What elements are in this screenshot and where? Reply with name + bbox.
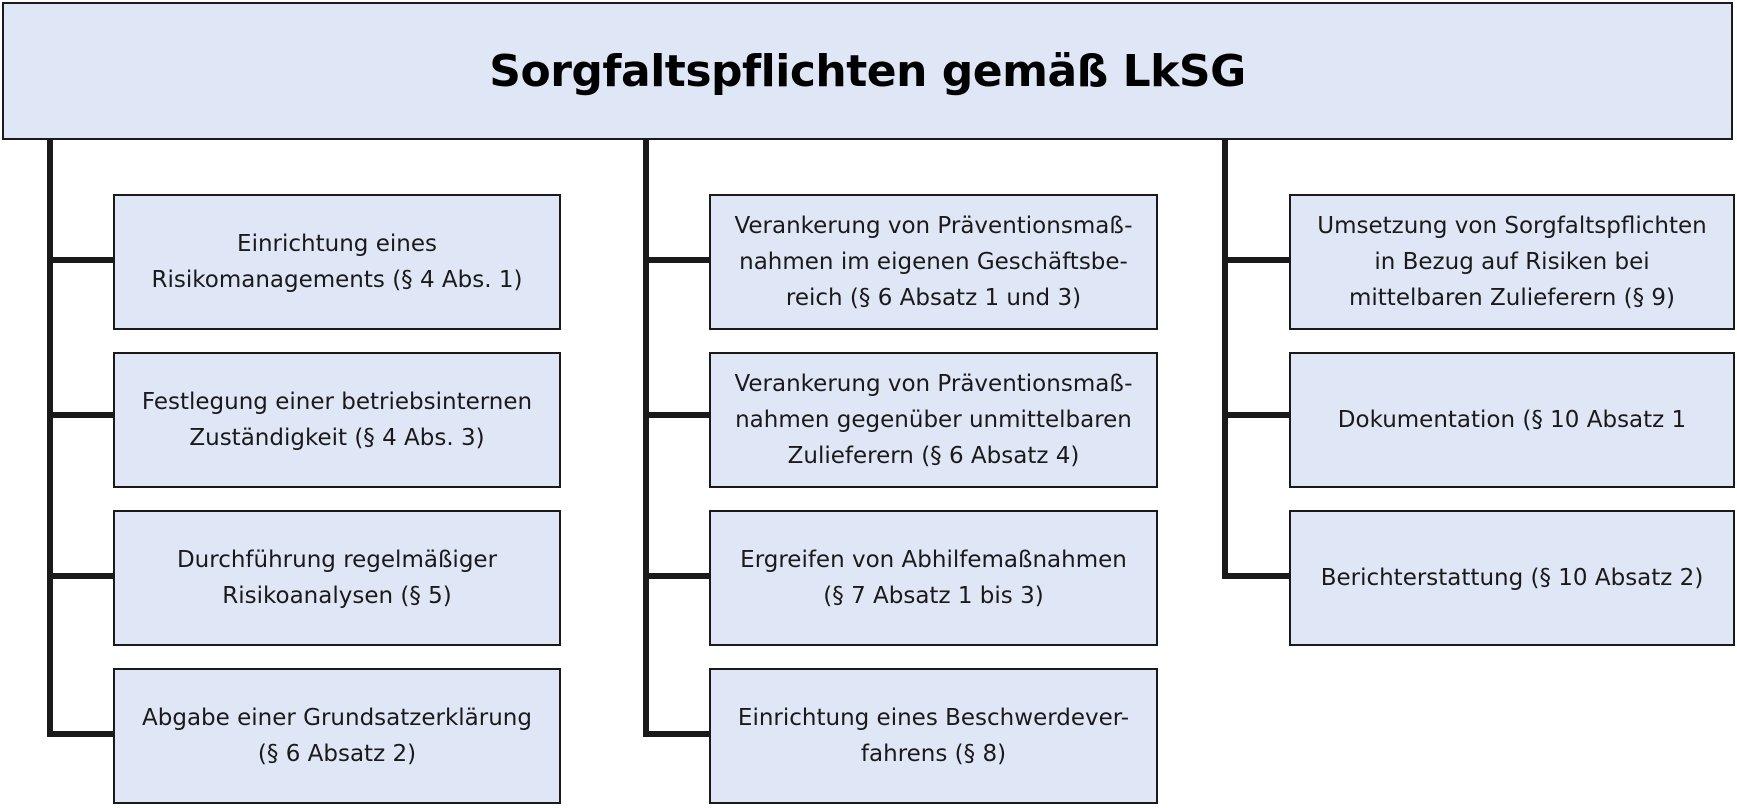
duty-box-indirect-suppliers: Umsetzung von Sorgfaltspflichten in Bezu… [1289,194,1735,330]
duty-box-risk-management: Einrichtung eines Risikomanagements (§ 4… [113,194,561,330]
duty-box-label: Ergreifen von Abhilfemaßnahmen (§ 7 Absa… [740,547,1127,609]
duty-box-label: Dokumentation (§ 10 Absatz 1 [1337,407,1687,433]
duty-box-label: Verankerung von Präventionsmaß- nahmen i… [734,213,1133,311]
duty-box-documentation: Dokumentation (§ 10 Absatz 1 [1289,352,1735,488]
duty-box-prevention-direct-suppliers: Verankerung von Präventionsmaß- nahmen g… [709,352,1158,488]
duty-box-remedial-action: Ergreifen von Abhilfemaßnahmen (§ 7 Absa… [709,510,1158,646]
duty-box-policy-statement: Abgabe einer Grundsatzerklärung (§ 6 Abs… [113,668,561,804]
duty-box-label: Festlegung einer betriebsinternen Zustän… [141,389,533,451]
duty-box-internal-responsibility: Festlegung einer betriebsinternen Zustän… [113,352,561,488]
duty-box-label: Berichterstattung (§ 10 Absatz 2) [1320,565,1704,591]
duty-box-label: Einrichtung eines Beschwerdever- fahrens… [737,705,1130,767]
diagram-title-box: Sorgfaltspflichten gemäß LkSG [2,2,1733,140]
duty-box-risk-analyses: Durchführung regelmäßiger Risikoanalysen… [113,510,561,646]
duty-box-prevention-own-business: Verankerung von Präventionsmaß- nahmen i… [709,194,1158,330]
diagram-title: Sorgfaltspflichten gemäß LkSG [489,45,1246,97]
duty-box-label: Durchführung regelmäßiger Risikoanalysen… [176,547,498,609]
duty-box-label: Umsetzung von Sorgfaltspflichten in Bezu… [1317,213,1707,311]
duty-box-complaints-procedure: Einrichtung eines Beschwerdever- fahrens… [709,668,1158,804]
duty-box-reporting: Berichterstattung (§ 10 Absatz 2) [1289,510,1735,646]
duty-box-label: Verankerung von Präventionsmaß- nahmen g… [734,371,1133,469]
duty-box-label: Einrichtung eines Risikomanagements (§ 4… [151,231,523,293]
duty-box-label: Abgabe einer Grundsatzerklärung (§ 6 Abs… [142,705,532,767]
